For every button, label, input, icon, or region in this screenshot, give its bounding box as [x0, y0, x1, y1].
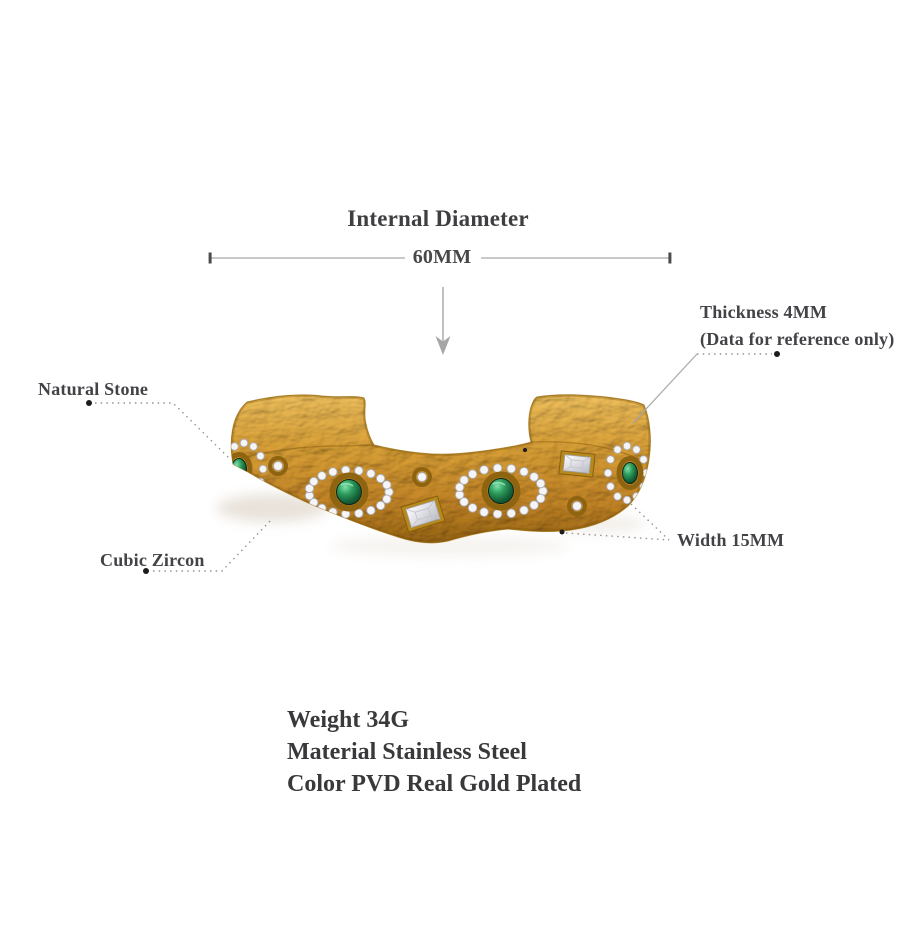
thickness-line1: Thickness 4MM: [700, 302, 828, 322]
dark-speck: [523, 448, 527, 452]
natural-stone-annotation: Natural Stone: [38, 379, 149, 399]
width-annotation: Width 15MM: [677, 530, 785, 550]
bezel-crystal: [412, 467, 432, 487]
diameter-value: 60MM: [412, 246, 472, 268]
baguette-zircon: [400, 495, 446, 533]
thickness-annotation: Thickness 4MM (Data for reference only): [700, 299, 894, 353]
thickness-leader: [632, 351, 780, 424]
baguette-zircon: [558, 450, 596, 478]
natural-stone-leader: [86, 400, 231, 460]
thickness-line2: (Data for reference only): [700, 329, 895, 349]
dimension-endcap-left: [208, 252, 212, 264]
bezel-crystal: [567, 496, 587, 516]
product-specs-block: Weight 34G Material Stainless Steel Colo…: [287, 704, 581, 800]
width-leader: [559, 503, 670, 541]
diameter-measurement-line: [208, 252, 672, 264]
evil-eye-motif-right: [454, 463, 548, 519]
evil-eye-motif-left: [304, 465, 394, 519]
down-arrow-icon: [435, 287, 451, 355]
cubic-zircon-leader: [143, 518, 273, 574]
dimension-endcap-right: [668, 252, 672, 264]
bezel-crystal: [268, 456, 288, 476]
spec-material: Material Stainless Steel: [287, 739, 527, 765]
spec-weight: Weight 34G: [287, 707, 410, 733]
cubic-zircon-annotation: Cubic Zircon: [100, 550, 205, 570]
internal-diameter-title: Internal Diameter: [347, 206, 529, 231]
spec-color: Color PVD Real Gold Plated: [287, 771, 582, 797]
